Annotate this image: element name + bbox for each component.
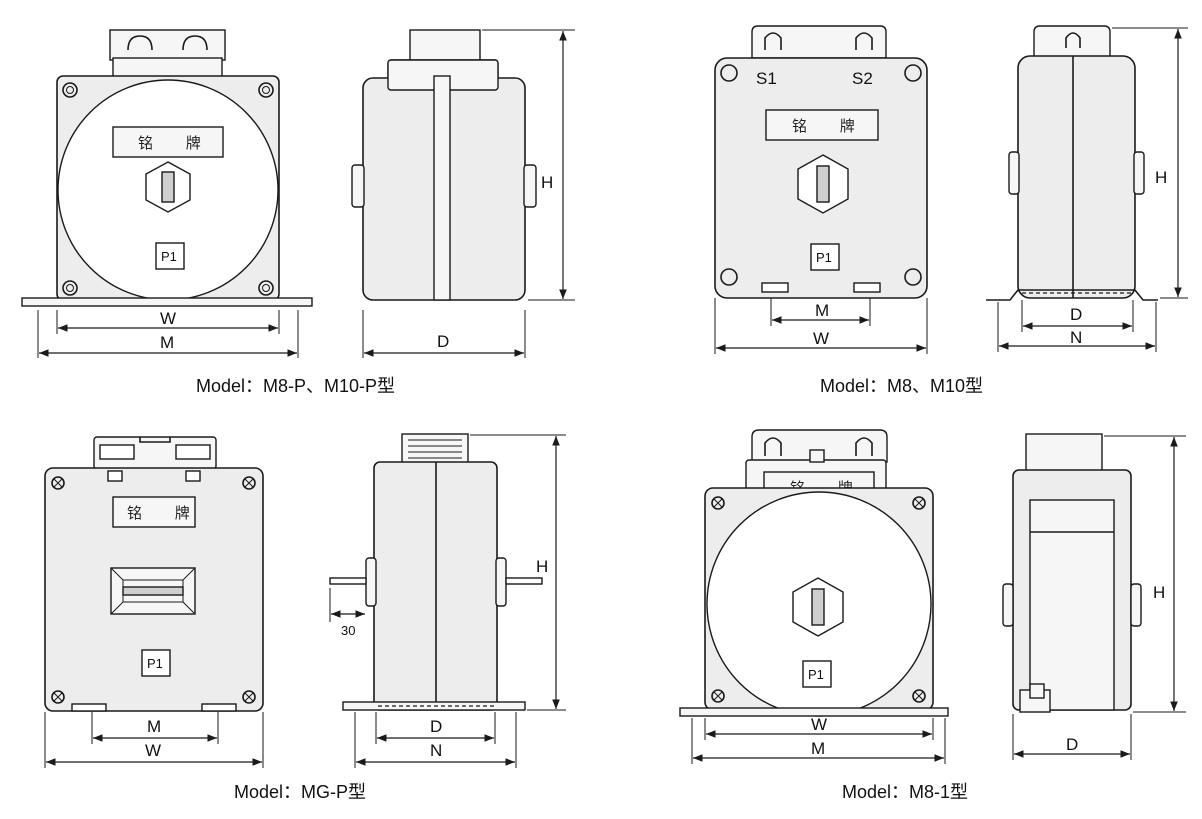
base-plate bbox=[21, 297, 313, 307]
dim-m-label: M bbox=[811, 739, 825, 758]
caption-m8p: Model：M8-P、M10-P型 bbox=[196, 376, 395, 396]
terminal-loop-icon bbox=[855, 32, 873, 50]
busbar-right bbox=[505, 577, 543, 585]
terminal-loop-icon bbox=[855, 437, 873, 456]
model-m8p-side-view: H D bbox=[351, 29, 575, 358]
p1-label: P1 bbox=[161, 249, 177, 264]
nameplate-box bbox=[112, 126, 224, 158]
terminal-loop-icon bbox=[1065, 32, 1081, 48]
dim-w-label: W bbox=[160, 309, 176, 328]
bolt-slot bbox=[816, 165, 830, 203]
model-m81-front-view: 铭 牌 P1 W M bbox=[679, 429, 949, 764]
corner-screws bbox=[711, 496, 926, 703]
top-terminal bbox=[751, 25, 887, 59]
dim-h-label: H bbox=[536, 557, 548, 576]
side-lug-left bbox=[365, 557, 377, 607]
p1-marker bbox=[802, 660, 832, 688]
corner-screws bbox=[51, 476, 256, 704]
side-housing bbox=[1017, 55, 1136, 299]
corner-screws bbox=[62, 82, 274, 296]
dim-n-label: N bbox=[1070, 328, 1082, 347]
busbar-left bbox=[329, 577, 367, 585]
dim-m-label: M bbox=[815, 301, 829, 320]
caption-m81: Model：M8-1型 bbox=[842, 782, 968, 802]
dim-d-label: D bbox=[1066, 735, 1078, 754]
p1-label: P1 bbox=[816, 250, 832, 265]
terminal-screw-icon bbox=[127, 35, 153, 51]
terminal-window-right bbox=[175, 444, 211, 460]
dim-w-label: W bbox=[811, 715, 827, 734]
dim-w-label: W bbox=[145, 741, 161, 760]
dim-h-label: H bbox=[1155, 168, 1167, 187]
side-lug-right bbox=[1133, 151, 1145, 195]
nameplate-label: 铭 牌 bbox=[792, 117, 869, 135]
model-m81-side-view: H D bbox=[1002, 433, 1186, 760]
model-m8-side-view: H D N bbox=[986, 25, 1188, 352]
p1-marker bbox=[155, 242, 185, 270]
side-lug-left bbox=[1008, 151, 1020, 195]
terminal-screw-icon bbox=[182, 35, 208, 51]
p1-marker bbox=[141, 649, 171, 677]
top-terminal bbox=[1025, 433, 1103, 473]
side-lug-right bbox=[523, 164, 537, 208]
top-terminal bbox=[401, 433, 469, 465]
side-lug-left bbox=[1002, 583, 1014, 627]
dim-h-label: H bbox=[1153, 583, 1165, 602]
caption-m8: Model：M8、M10型 bbox=[820, 376, 983, 396]
dim-n-label: N bbox=[430, 741, 442, 760]
top-terminal bbox=[751, 429, 888, 463]
dim-m-label: M bbox=[160, 333, 174, 352]
terminal-window-left bbox=[99, 444, 135, 460]
p1-marker bbox=[810, 243, 840, 271]
terminal-loop-icon bbox=[764, 32, 782, 50]
nameplate-box bbox=[765, 109, 879, 141]
dim-w-label: W bbox=[813, 329, 829, 348]
dim-d-label: D bbox=[1070, 305, 1082, 324]
dim-h-label: H bbox=[541, 173, 553, 192]
model-m8-front-view: S1 S2 铭 牌 P1 M W bbox=[714, 25, 928, 354]
terminal-loop-icon bbox=[764, 437, 782, 456]
dim-30-label: 30 bbox=[341, 623, 355, 638]
center-seam bbox=[433, 75, 451, 301]
bolt-slot bbox=[811, 588, 825, 626]
model-mgp-front-view: 铭 牌 P1 M W bbox=[44, 436, 264, 768]
terminal-base bbox=[112, 57, 223, 79]
slot-right bbox=[201, 703, 237, 712]
s1-label: S1 bbox=[756, 69, 777, 88]
model-m8p-front-view: 铭 牌 P1 W M bbox=[21, 29, 313, 358]
p1-label: P1 bbox=[808, 667, 824, 682]
dim-d-label: D bbox=[437, 332, 449, 351]
top-terminal bbox=[1033, 25, 1111, 59]
dim-m-label: M bbox=[147, 717, 161, 736]
p1-label: P1 bbox=[147, 656, 163, 671]
side-lug-left bbox=[351, 164, 365, 208]
side-lug-right bbox=[1130, 583, 1142, 627]
dim-d-label: D bbox=[430, 717, 442, 736]
slot-right bbox=[853, 282, 881, 293]
side-lug-right bbox=[495, 557, 507, 607]
slot-left bbox=[761, 282, 789, 293]
caption-mgp: Model：MG-P型 bbox=[234, 782, 366, 802]
top-terminal bbox=[409, 29, 481, 63]
nameplate-box bbox=[112, 496, 196, 528]
bolt-slot bbox=[161, 171, 175, 203]
slot-left bbox=[71, 703, 107, 712]
base-foot bbox=[986, 289, 1158, 301]
core-block bbox=[1029, 499, 1115, 711]
nameplate-label: 铭 牌 bbox=[127, 504, 204, 522]
terminal-block bbox=[109, 29, 226, 61]
base-plate bbox=[679, 707, 949, 717]
nameplate-label: 铭 牌 bbox=[138, 134, 215, 152]
s2-label: S2 bbox=[852, 69, 873, 88]
model-mgp-side-view: 30 H D N bbox=[329, 433, 566, 768]
